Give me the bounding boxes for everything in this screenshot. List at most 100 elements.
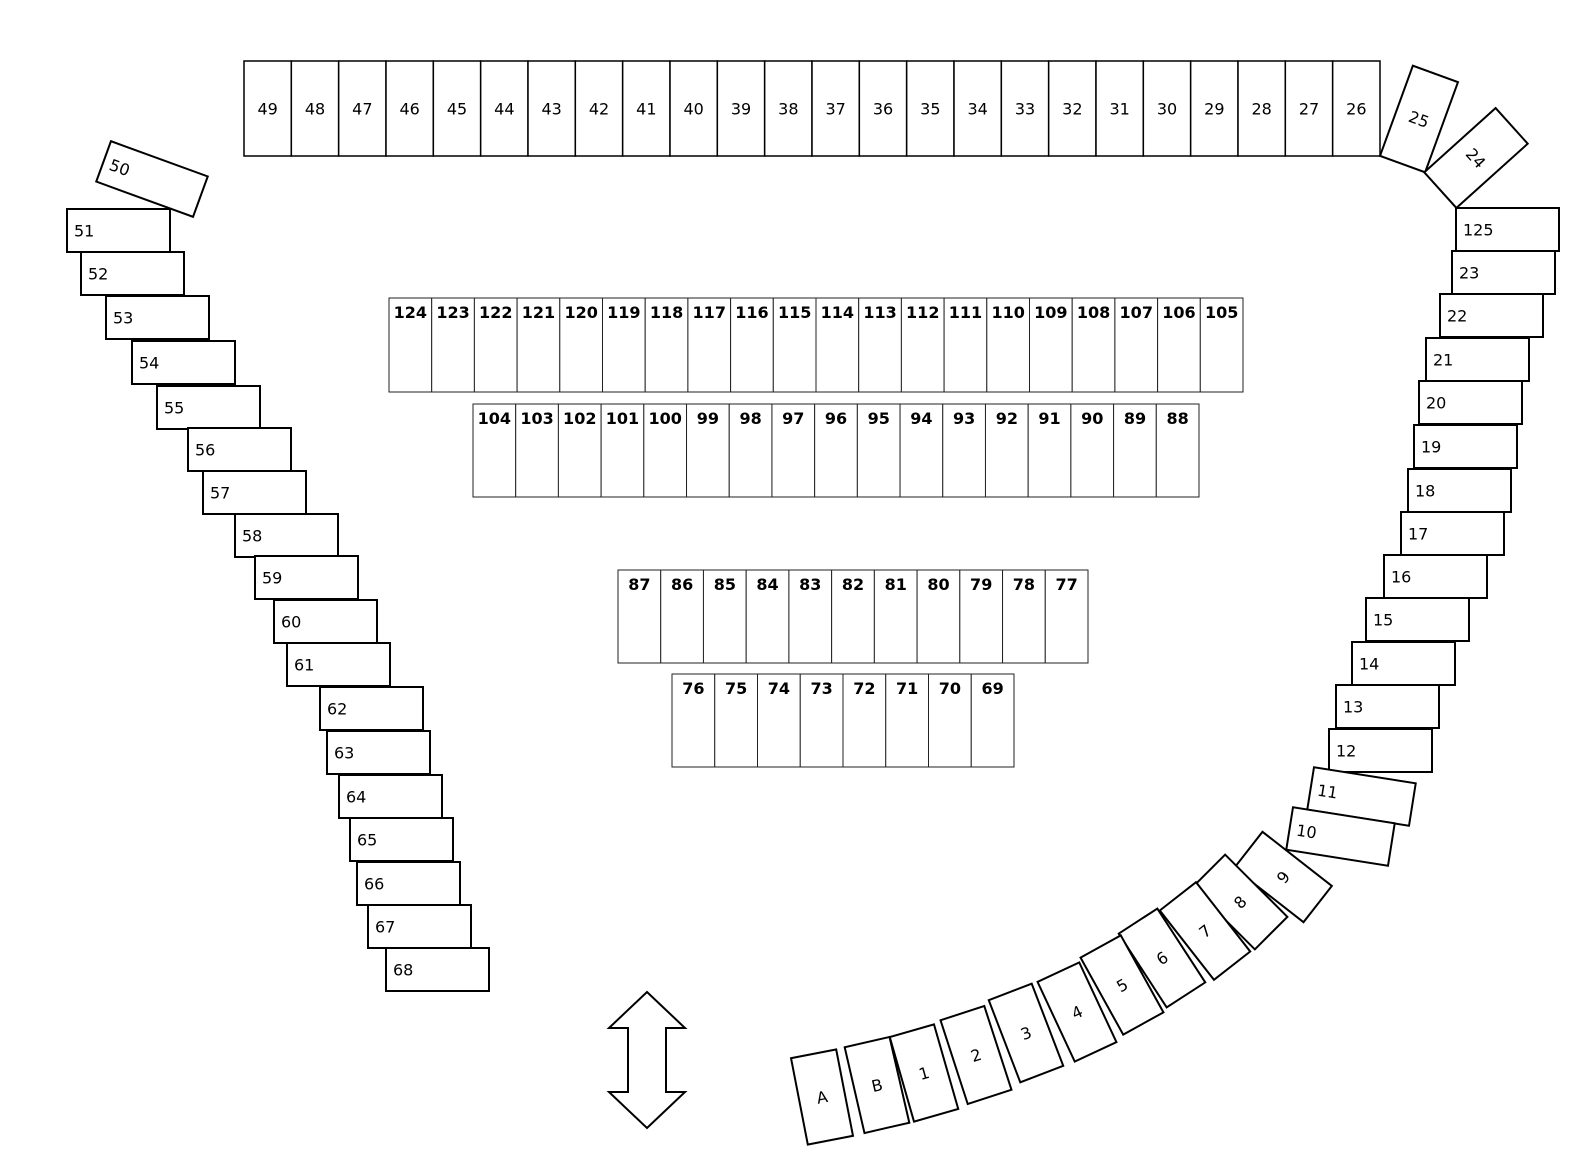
seat-39[interactable]: 39 <box>716 60 766 157</box>
seat-105[interactable]: 105 <box>1199 297 1244 393</box>
seat-2[interactable]: 2 <box>939 1004 1013 1106</box>
seat-9[interactable]: 9 <box>1232 830 1334 924</box>
seat-94[interactable]: 94 <box>899 403 944 498</box>
seat-100[interactable]: 100 <box>643 403 688 498</box>
seat-112[interactable]: 112 <box>900 297 945 393</box>
seat-32[interactable]: 32 <box>1047 60 1097 157</box>
seat-77[interactable]: 77 <box>1044 569 1089 664</box>
seat-71[interactable]: 71 <box>885 673 929 768</box>
seat-29[interactable]: 29 <box>1189 60 1239 157</box>
seat-37[interactable]: 37 <box>811 60 861 157</box>
seat-B[interactable]: B <box>843 1035 911 1135</box>
seat-20[interactable]: 20 <box>1418 380 1523 425</box>
seat-95[interactable]: 95 <box>856 403 901 498</box>
seat-A[interactable]: A <box>789 1048 855 1146</box>
seat-49[interactable]: 49 <box>243 60 293 157</box>
seat-30[interactable]: 30 <box>1142 60 1192 157</box>
seat-97[interactable]: 97 <box>771 403 816 498</box>
seat-119[interactable]: 119 <box>601 297 646 393</box>
seat-108[interactable]: 108 <box>1071 297 1116 393</box>
seat-93[interactable]: 93 <box>942 403 986 498</box>
seat-101[interactable]: 101 <box>600 403 645 498</box>
seat-6[interactable]: 6 <box>1117 907 1207 1009</box>
seat-25[interactable]: 25 <box>1378 64 1460 174</box>
seat-98[interactable]: 98 <box>728 403 773 498</box>
seat-22[interactable]: 22 <box>1439 293 1544 338</box>
seat-74[interactable]: 74 <box>757 673 801 768</box>
seat-79[interactable]: 79 <box>959 569 1004 664</box>
seat-121[interactable]: 121 <box>516 297 561 393</box>
seat-80[interactable]: 80 <box>916 569 961 664</box>
seat-31[interactable]: 31 <box>1095 60 1145 157</box>
seat-118[interactable]: 118 <box>644 297 689 393</box>
seat-76[interactable]: 76 <box>671 673 716 768</box>
seat-91[interactable]: 91 <box>1027 403 1072 498</box>
seat-21[interactable]: 21 <box>1425 337 1530 382</box>
seat-33[interactable]: 33 <box>1000 60 1050 157</box>
seat-73[interactable]: 73 <box>799 673 844 768</box>
seat-78[interactable]: 78 <box>1002 569 1046 664</box>
seat-35[interactable]: 35 <box>905 60 955 157</box>
seat-120[interactable]: 120 <box>559 297 604 393</box>
seat-4[interactable]: 4 <box>1036 961 1118 1063</box>
seat-86[interactable]: 86 <box>660 569 704 664</box>
seat-107[interactable]: 107 <box>1114 297 1159 393</box>
seat-82[interactable]: 82 <box>831 569 875 664</box>
seat-116[interactable]: 116 <box>730 297 774 393</box>
seat-72[interactable]: 72 <box>842 673 887 768</box>
seat-26[interactable]: 26 <box>1331 60 1381 157</box>
seat-69[interactable]: 69 <box>970 673 1015 768</box>
seat-41[interactable]: 41 <box>621 60 671 157</box>
seat-55[interactable]: 55 <box>156 385 261 430</box>
seat-51[interactable]: 51 <box>66 208 171 253</box>
seat-60[interactable]: 60 <box>273 599 378 644</box>
seat-89[interactable]: 89 <box>1113 403 1157 498</box>
seat-27[interactable]: 27 <box>1284 60 1334 157</box>
seat-85[interactable]: 85 <box>702 569 747 664</box>
seat-117[interactable]: 117 <box>687 297 732 393</box>
seat-61[interactable]: 61 <box>286 642 391 687</box>
seat-11[interactable]: 11 <box>1306 766 1417 827</box>
seat-24[interactable]: 24 <box>1422 106 1530 210</box>
seat-40[interactable]: 40 <box>669 60 719 157</box>
seat-28[interactable]: 28 <box>1237 60 1287 157</box>
seat-66[interactable]: 66 <box>356 861 461 906</box>
seat-23[interactable]: 23 <box>1451 250 1556 295</box>
seat-47[interactable]: 47 <box>337 60 387 157</box>
seat-123[interactable]: 123 <box>431 297 475 393</box>
seat-81[interactable]: 81 <box>873 569 918 664</box>
seat-14[interactable]: 14 <box>1351 641 1456 686</box>
seat-65[interactable]: 65 <box>349 817 454 862</box>
seat-114[interactable]: 114 <box>815 297 860 393</box>
seat-88[interactable]: 88 <box>1155 403 1200 498</box>
seat-34[interactable]: 34 <box>953 60 1003 157</box>
seat-3[interactable]: 3 <box>987 982 1065 1084</box>
seat-38[interactable]: 38 <box>763 60 813 157</box>
seat-125[interactable]: 125 <box>1455 207 1560 252</box>
seat-64[interactable]: 64 <box>338 774 443 819</box>
seat-15[interactable]: 15 <box>1365 597 1470 642</box>
seat-43[interactable]: 43 <box>527 60 577 157</box>
seat-44[interactable]: 44 <box>479 60 529 157</box>
seat-52[interactable]: 52 <box>80 251 185 296</box>
seat-5[interactable]: 5 <box>1079 934 1165 1036</box>
seat-54[interactable]: 54 <box>131 340 236 385</box>
seat-124[interactable]: 124 <box>388 297 433 393</box>
seat-90[interactable]: 90 <box>1070 403 1115 498</box>
seat-48[interactable]: 48 <box>290 60 340 157</box>
seat-57[interactable]: 57 <box>202 470 307 515</box>
seat-46[interactable]: 46 <box>385 60 435 157</box>
seat-92[interactable]: 92 <box>984 403 1029 498</box>
seat-17[interactable]: 17 <box>1400 511 1505 556</box>
seat-13[interactable]: 13 <box>1335 684 1440 729</box>
seat-62[interactable]: 62 <box>319 686 424 731</box>
seat-45[interactable]: 45 <box>432 60 482 157</box>
seat-102[interactable]: 102 <box>557 403 602 498</box>
seat-115[interactable]: 115 <box>772 297 817 393</box>
seat-109[interactable]: 109 <box>1028 297 1073 393</box>
seat-10[interactable]: 10 <box>1285 806 1396 867</box>
seat-75[interactable]: 75 <box>714 673 758 768</box>
seat-42[interactable]: 42 <box>574 60 624 157</box>
seat-122[interactable]: 122 <box>473 297 518 393</box>
seat-18[interactable]: 18 <box>1407 468 1512 513</box>
